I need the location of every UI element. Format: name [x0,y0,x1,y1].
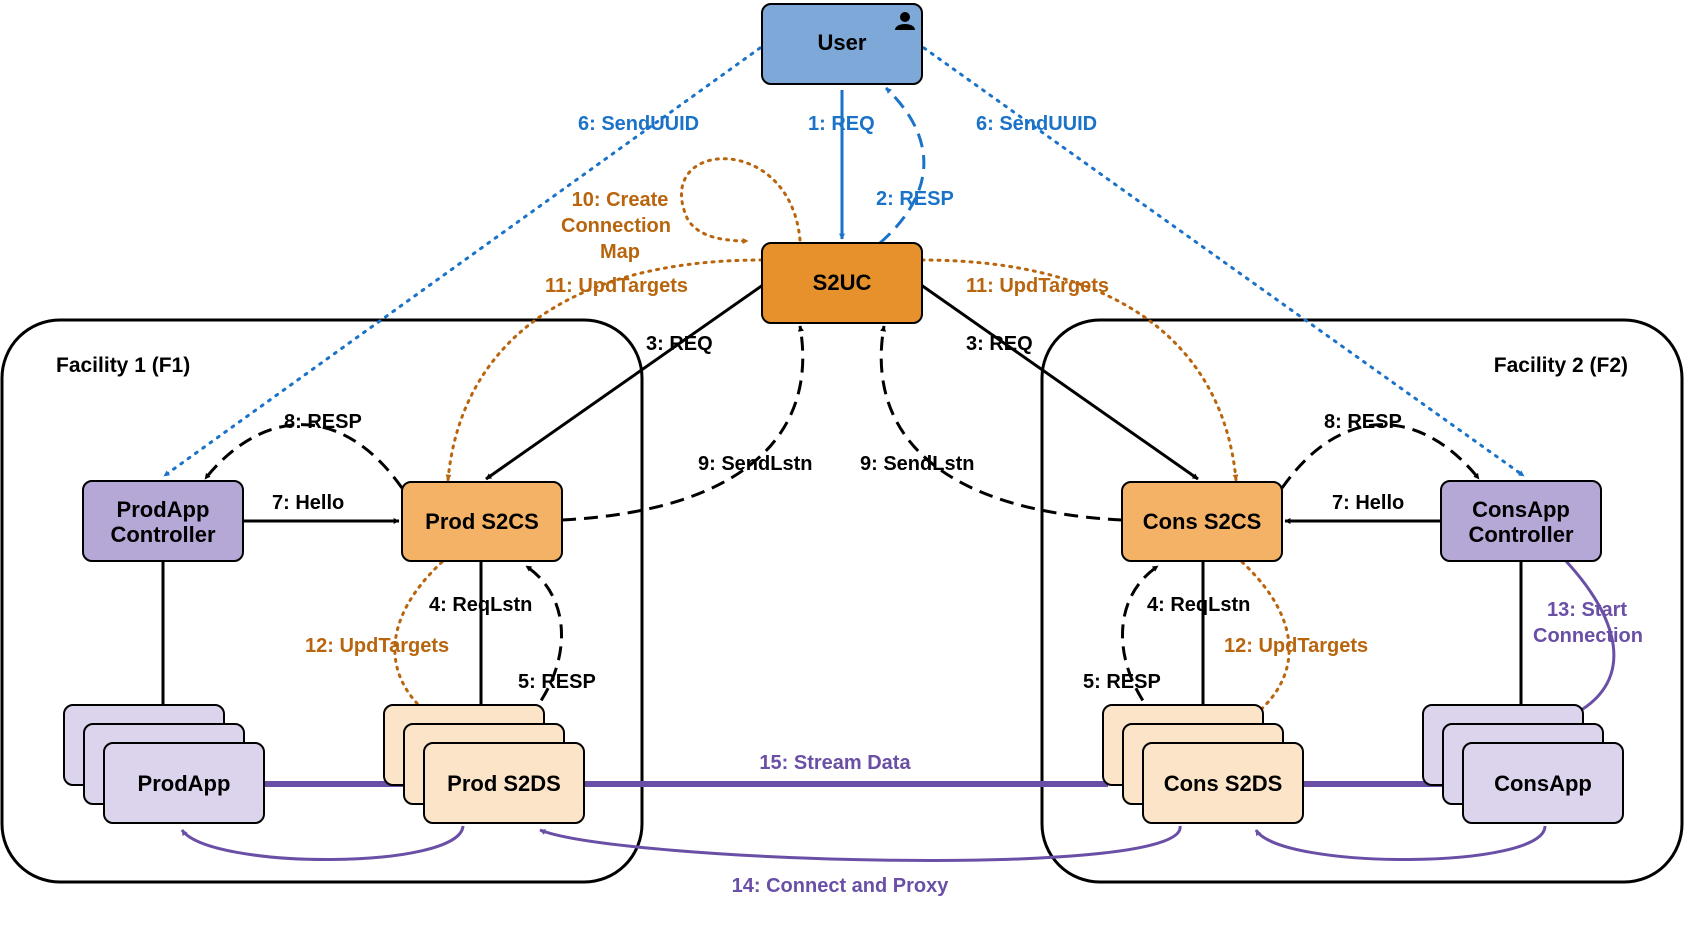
label-updtargets-12-left: 12: UpdTargets [305,635,449,657]
label-start-connection-2: Connection [1533,625,1643,647]
consapp-label: ConsApp [1494,771,1592,796]
label-updtargets-11-right: 11: UpdTargets [966,275,1109,297]
prod-s2cs-label: Prod S2CS [425,509,539,534]
edge-connect-proxy-left [180,825,465,861]
prodapp-controller-label-line1: ProdApp [117,497,210,522]
label-resp-5-right: 5: RESP [1083,671,1161,693]
cons-s2ds-stack[interactable]: Cons S2DS [1102,704,1304,824]
label-resp-8-right: 8: RESP [1324,411,1402,433]
label-create-map-1: 10: Create [572,189,669,211]
prodapp-controller-node[interactable]: ProdApp Controller [82,480,244,562]
user-label: User [818,30,867,55]
edge-resp-5-right [1121,564,1159,719]
label-reqlstn-right: 4: ReqLstn [1147,594,1250,616]
cons-s2cs-label: Cons S2CS [1143,509,1262,534]
label-connect-proxy: 14: Connect and Proxy [732,875,950,897]
label-reqlstn-left: 4: ReqLstn [429,594,532,616]
facility-2-container [1040,318,1684,884]
label-start-connection-1: 13: Start [1547,599,1627,621]
label-stream-data: 15: Stream Data [759,752,911,774]
edge-updtargets-11-right [920,258,1239,482]
consapp-stack[interactable]: ConsApp [1422,704,1624,824]
facility-1-label: Facility 1 (F1) [56,354,190,377]
label-create-map-3: Map [600,241,640,263]
label-sendlstn-right: 9: SendLstn [860,453,974,475]
prodapp-label: ProdApp [138,771,231,796]
edge-connect-proxy-middle [539,825,1182,862]
user-node[interactable]: User [761,3,923,85]
label-resp-2: 2: RESP [876,188,954,210]
label-req-1: 1: REQ [808,113,875,135]
edge-sendlstn-right [879,325,1123,522]
label-updtargets-12-right: 12: UpdTargets [1224,635,1368,657]
label-resp-8-left: 8: RESP [284,411,362,433]
edge-req-3-right [913,278,1199,481]
label-sendlstn-left: 9: SendLstn [698,453,812,475]
label-req-3-left: 3: REQ [646,333,713,355]
label-hello-right: 7: Hello [1332,492,1404,514]
label-senduuid-left: 6: SendUUID [578,113,699,135]
prod-s2cs-node[interactable]: Prod S2CS [401,481,563,562]
label-create-map-2: Connection [561,215,671,237]
person-icon [895,12,915,30]
edge-senduuid-left [162,46,762,478]
consapp-controller-label-line2: Controller [1468,522,1574,547]
edge-sendlstn-left [561,325,805,522]
prod-s2ds-label: Prod S2DS [447,771,561,796]
cons-s2cs-node[interactable]: Cons S2CS [1121,481,1283,562]
edge-resp-8-right [1280,423,1481,489]
consapp-controller-node[interactable]: ConsApp Controller [1440,480,1602,562]
consapp-controller-label-line1: ConsApp [1472,497,1570,522]
edge-updtargets-11-left [445,258,764,482]
label-hello-left: 7: Hello [272,492,344,514]
s2uc-node[interactable]: S2UC [761,242,923,324]
edge-connect-proxy-right [1254,825,1547,861]
label-updtargets-11-left: 11: UpdTargets [545,275,688,297]
facility-1-container [0,318,644,884]
label-resp-5-left: 5: RESP [518,671,596,693]
edge-resp-8-left [203,423,404,489]
edge-resp-2 [879,86,926,245]
prod-s2ds-stack[interactable]: Prod S2DS [383,704,585,824]
edge-req-3-left [485,278,771,481]
facility-2-label: Facility 2 (F2) [1494,354,1628,377]
label-req-3-right: 3: REQ [966,333,1033,355]
edge-start-connection [1563,558,1616,720]
cons-s2ds-label: Cons S2DS [1164,771,1283,796]
prodapp-controller-label-line2: Controller [110,522,216,547]
edge-senduuid-right [922,46,1526,478]
edge-create-connection-map [680,157,802,244]
edge-resp-5-left [525,564,563,719]
s2uc-label: S2UC [813,270,872,295]
label-senduuid-right: 6: SendUUID [976,113,1097,135]
prodapp-stack[interactable]: ProdApp [63,704,265,824]
